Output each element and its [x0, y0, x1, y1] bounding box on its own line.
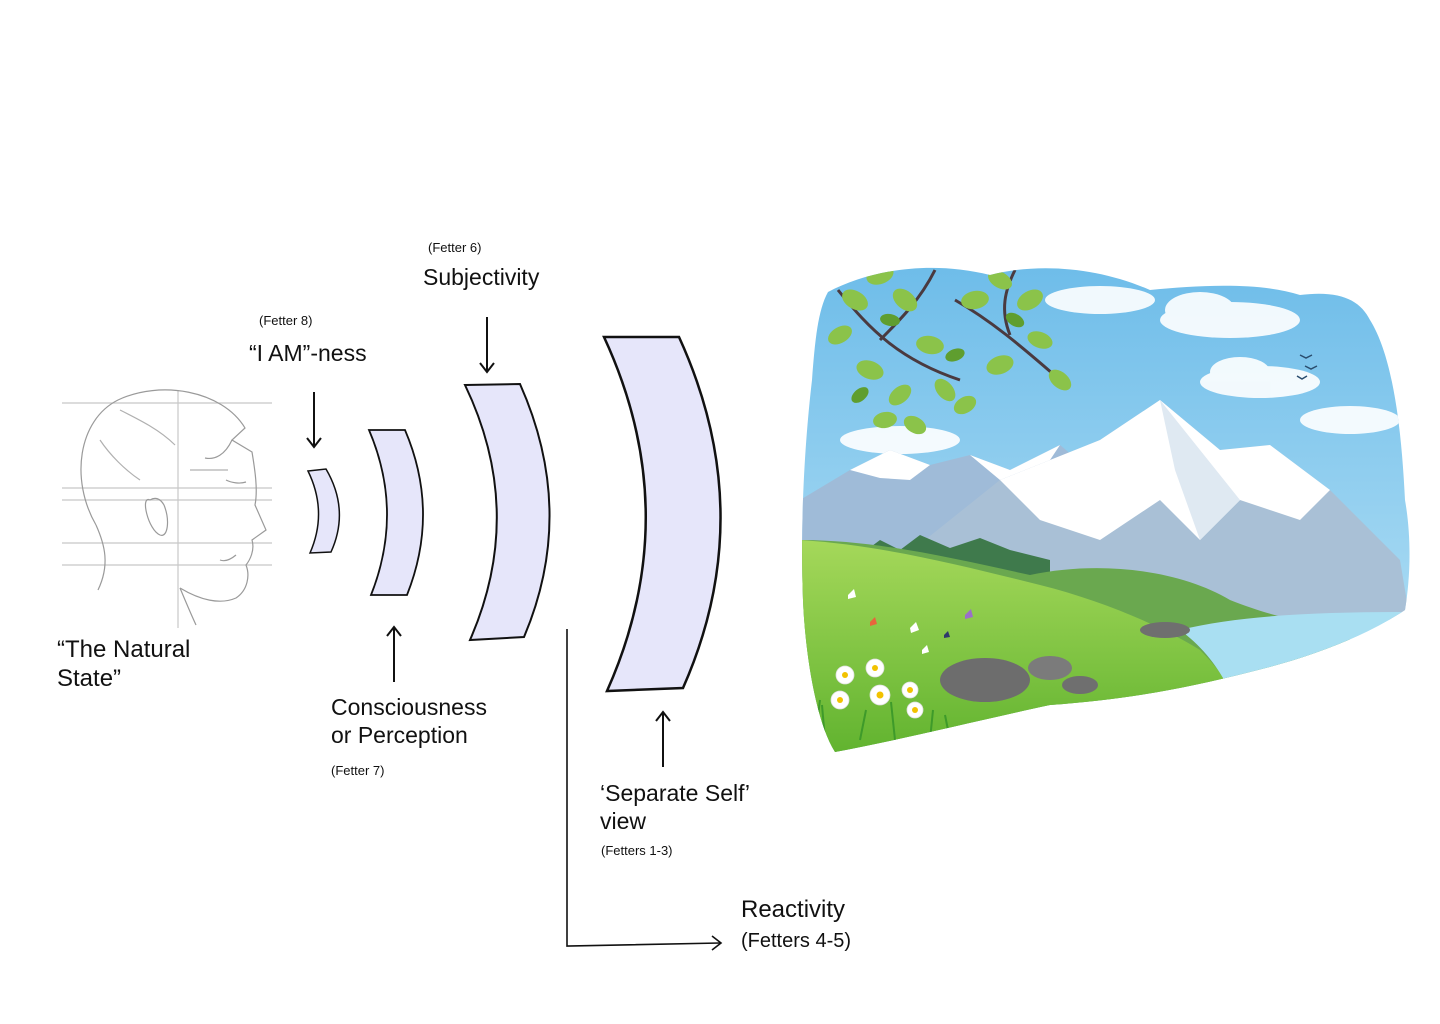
- mountain-landscape-image: [802, 267, 1410, 752]
- arrow-separate-self: [655, 710, 671, 767]
- arrow-reactivity: [566, 629, 723, 951]
- arrow-consciousness: [386, 625, 402, 682]
- i-am-label: “I AM”-ness: [249, 340, 367, 366]
- arrow-subjectivity: [479, 317, 495, 374]
- consciousness-label: Consciousness or Perception: [331, 694, 487, 748]
- natural-state-label: “The Natural State”: [57, 636, 191, 692]
- reactivity-label: Reactivity: [741, 896, 846, 923]
- lens-i-am: [306, 468, 341, 554]
- head-sketch-icon: [62, 389, 272, 628]
- i-am-fetter-label: (Fetter 8): [259, 313, 313, 328]
- separate-self-label: ‘Separate Self’ view: [600, 780, 751, 834]
- arrow-i-am: [306, 392, 322, 449]
- separate-self-fetters-label: (Fetters 1-3): [601, 843, 673, 858]
- subjectivity-fetter-label: (Fetter 6): [428, 240, 482, 255]
- consciousness-fetter-label: (Fetter 7): [331, 763, 385, 778]
- lens-consciousness: [367, 429, 424, 596]
- lens-subjectivity: [463, 382, 551, 642]
- lens-separate-self: [602, 335, 722, 693]
- reactivity-fetters-label: (Fetters 4-5): [741, 930, 852, 952]
- subjectivity-label: Subjectivity: [423, 264, 540, 290]
